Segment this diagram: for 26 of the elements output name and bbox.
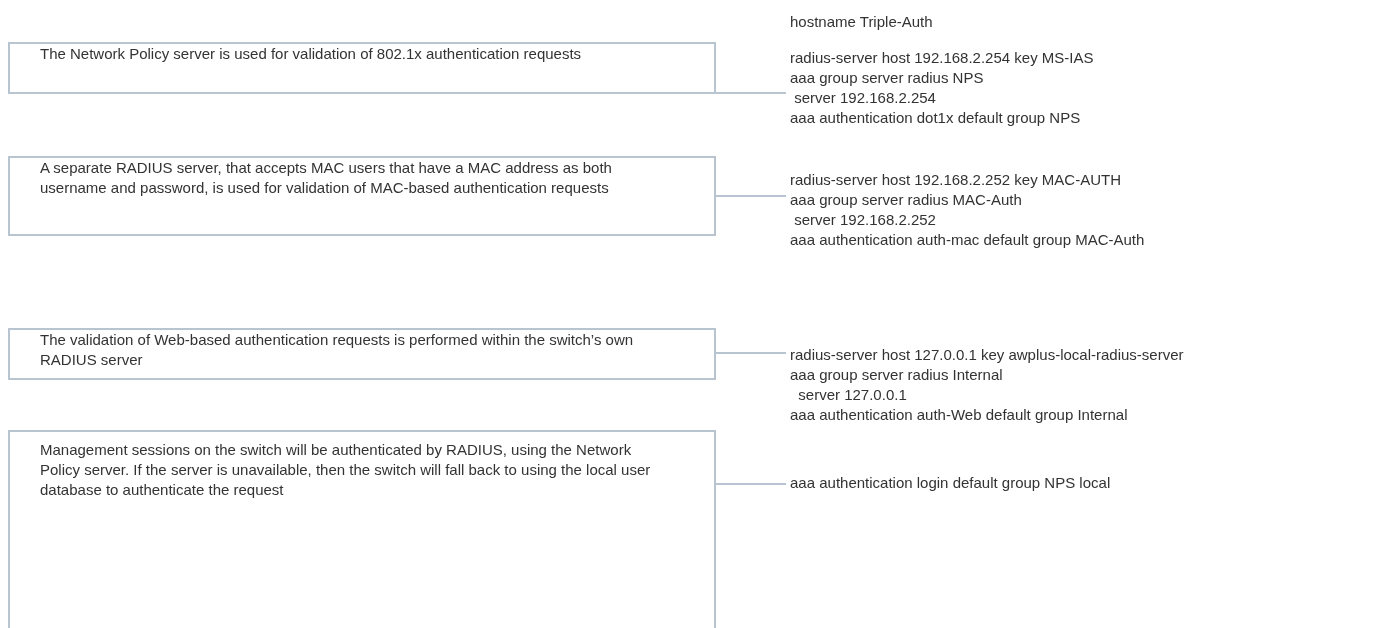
- config-line: aaa group server radius NPS: [790, 68, 985, 88]
- config-line: aaa group server radius Internal: [790, 365, 1004, 385]
- annotation-box: [8, 156, 716, 236]
- config-line: radius-server host 127.0.0.1 key awplus-local-radius-server: [790, 345, 1185, 365]
- config-line: server 127.0.0.1: [797, 385, 908, 405]
- annotation-box: [8, 42, 716, 94]
- config-line: radius-server host 192.168.2.254 key MS-IAS: [790, 48, 1095, 68]
- config-line: aaa authentication login default group NPS local: [790, 473, 1112, 493]
- config-line: aaa authentication auth-mac default group MAC-Auth: [790, 230, 1146, 250]
- description-text: The validation of Web-based authentication requests is performed within the switch’s own RADIUS server: [40, 330, 635, 370]
- connector-line: [715, 483, 787, 485]
- connector-line: [715, 352, 787, 354]
- description-text: A separate RADIUS server, that accepts MAC users that have a MAC address as both username and password, is used for validation of MAC-based authentication requests: [40, 158, 613, 198]
- description-text: Management sessions on the switch will be authenticated by RADIUS, using the Network Policy server. If the server is unavailable, then the switch will fall back to using the local user database to authenticate the request: [40, 440, 652, 500]
- config-line: aaa authentication dot1x default group NPS: [790, 108, 1082, 128]
- connector-line: [715, 92, 787, 94]
- config-line: server 192.168.2.254: [793, 88, 937, 108]
- config-line: aaa authentication auth-Web default group Internal: [790, 405, 1129, 425]
- description-text: The Network Policy server is used for validation of 802.1x authentication requests: [40, 44, 583, 64]
- config-line: radius-server host 192.168.2.252 key MAC-AUTH: [790, 170, 1122, 190]
- config-line: server 192.168.2.252: [793, 210, 937, 230]
- config-line: aaa group server radius MAC-Auth: [790, 190, 1023, 210]
- annotation-box: [8, 430, 716, 628]
- connector-line: [715, 195, 787, 197]
- config-line: hostname Triple-Auth: [790, 12, 933, 32]
- annotation-box: [8, 328, 716, 380]
